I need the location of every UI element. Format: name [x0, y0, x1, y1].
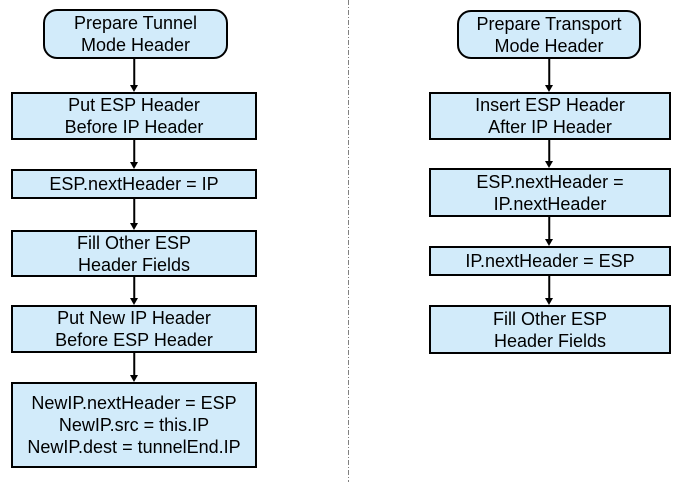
arrow-shaft	[548, 140, 550, 162]
node-put-esp-header-before-ip-header: Put ESP Header Before IP Header	[11, 92, 257, 140]
arrow-shaft	[133, 140, 135, 163]
arrow-shaft	[548, 217, 550, 240]
node-insert-esp-header-after-ip-header: Insert ESP Header After IP Header	[429, 92, 671, 140]
arrow-shaft	[133, 353, 135, 376]
arrow-head-icon	[545, 85, 553, 92]
arrow-head-icon	[545, 239, 553, 246]
flow-arrow	[129, 353, 139, 382]
arrow-head-icon	[545, 298, 553, 305]
arrow-head-icon	[545, 161, 553, 168]
flow-arrow	[129, 277, 139, 305]
node-put-new-ip-header-before-esp-header: Put New IP Header Before ESP Header	[11, 305, 257, 353]
node-ip-nextheader-equals-esp: IP.nextHeader = ESP	[429, 246, 671, 276]
flow-arrow	[544, 140, 554, 168]
node-newip-assignments: NewIP.nextHeader = ESP NewIP.src = this.…	[11, 382, 257, 468]
flow-arrow	[544, 59, 554, 92]
column-divider-line	[348, 0, 349, 482]
flow-arrow	[544, 276, 554, 305]
arrow-shaft	[133, 59, 135, 86]
flow-arrow	[129, 59, 139, 92]
node-esp-nextheader-equals-ip: ESP.nextHeader = IP	[11, 169, 257, 199]
arrow-shaft	[548, 59, 550, 86]
arrow-head-icon	[130, 375, 138, 382]
node-prepare-transport-mode-header: Prepare Transport Mode Header	[457, 10, 641, 59]
arrow-head-icon	[130, 162, 138, 169]
arrow-shaft	[133, 199, 135, 224]
node-prepare-tunnel-mode-header: Prepare Tunnel Mode Header	[43, 9, 228, 59]
node-fill-other-esp-header-fields-transport: Fill Other ESP Header Fields	[429, 305, 671, 354]
node-esp-nextheader-equals-ip-nextheader: ESP.nextHeader = IP.nextHeader	[429, 168, 671, 217]
node-fill-other-esp-header-fields-tunnel: Fill Other ESP Header Fields	[11, 230, 257, 277]
arrow-shaft	[133, 277, 135, 299]
flow-arrow	[129, 140, 139, 169]
flow-arrow	[129, 199, 139, 230]
arrow-head-icon	[130, 298, 138, 305]
arrow-head-icon	[130, 223, 138, 230]
arrow-head-icon	[130, 85, 138, 92]
arrow-shaft	[548, 276, 550, 299]
flow-arrow	[544, 217, 554, 246]
